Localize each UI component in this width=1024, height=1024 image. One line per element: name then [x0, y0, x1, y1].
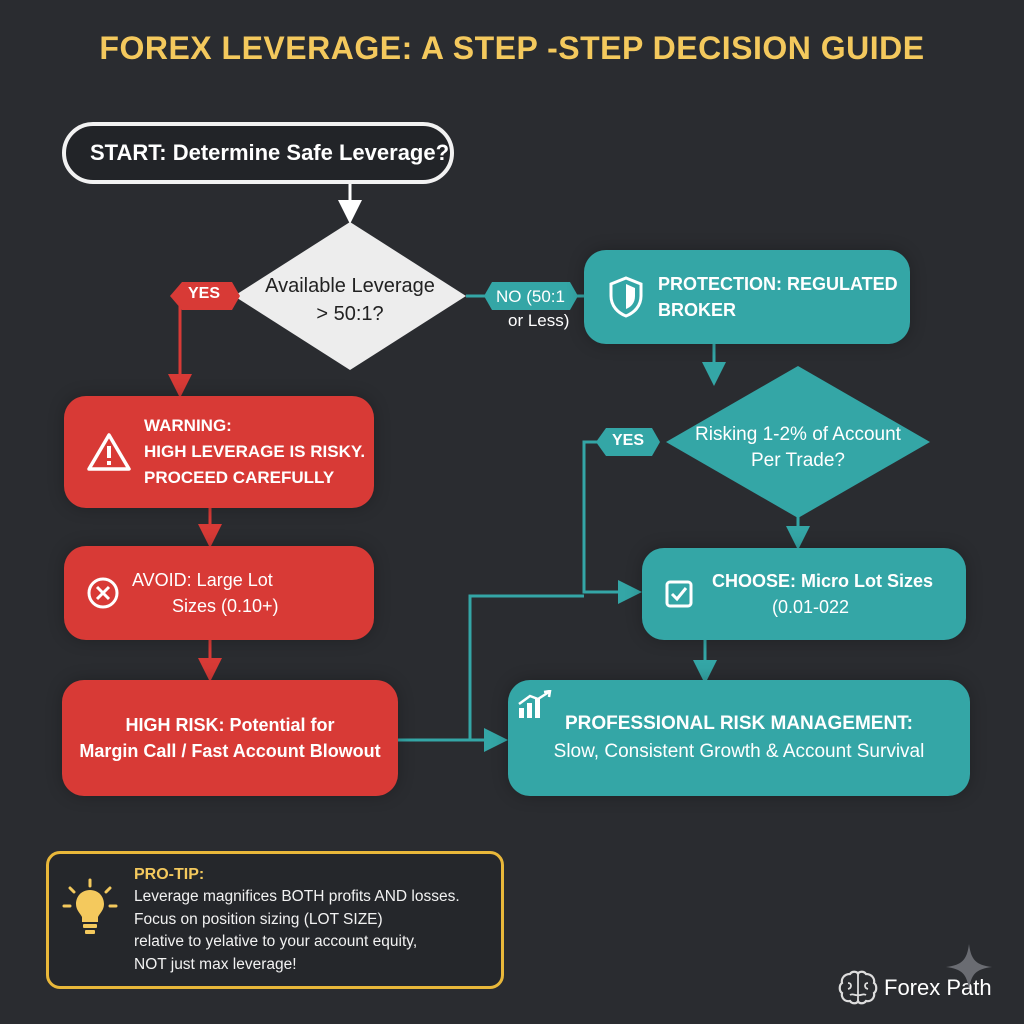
checkbox-icon — [665, 580, 693, 608]
yes-label-2: YES — [611, 432, 644, 449]
choose-box: CHOOSE: Micro Lot Sizes (0.01-022 — [642, 548, 966, 640]
avoid-box: AVOID: Large Lot Sizes (0.10+) — [64, 546, 374, 640]
high-risk-line2: Margin Call / Fast Account Blowout — [79, 741, 381, 761]
yes-tag2-shape — [596, 428, 660, 456]
decision-2-line2: Per Trade? — [751, 450, 845, 471]
decision-diamond-2 — [666, 366, 930, 518]
decision-diamond-1 — [234, 222, 466, 370]
warning-line2: HIGH LEVERAGE IS RISKY. — [144, 442, 366, 461]
logo-text: Forex Path — [884, 975, 992, 1000]
arrow-yes2-choose — [582, 440, 642, 604]
no-label-line1: NO (50:1 — [496, 287, 565, 306]
no-label: NO (50:1 or Less) — [488, 285, 588, 333]
yes-label: YES — [187, 285, 220, 302]
chart-icon — [518, 690, 552, 718]
warning-text: WARNING: HIGH LEVERAGE IS RISKY. PROCEED… — [144, 413, 365, 491]
sparkle-icon — [946, 944, 992, 990]
pro-tip-line1: Leverage magnifices BOTH profits AND los… — [134, 888, 460, 905]
choose-text: CHOOSE: Micro Lot Sizes (0.01-022 — [712, 568, 933, 620]
no-label-line2: or Less) — [508, 311, 570, 330]
high-risk-line1: HIGH RISK: Potential for — [125, 715, 335, 735]
decision-1-text: Available Leverage > 50:1? — [254, 272, 446, 328]
avoid-line1: AVOID: Large Lot — [132, 570, 273, 590]
pro-text: PROFESSIONAL RISK MANAGEMENT: Slow, Cons… — [554, 710, 925, 766]
high-risk-box: HIGH RISK: Potential for Margin Call / F… — [62, 680, 398, 796]
brain-icon — [838, 970, 878, 1005]
pro-tip-heading: PRO-TIP: — [134, 866, 205, 883]
page-title: FOREX LEVERAGE: A STEP -STEP DECISION GU… — [99, 30, 925, 66]
warning-line3: PROCEED CAREFULLY — [144, 468, 335, 487]
decision-2-text: Risking 1-2% of Account Per Trade? — [680, 422, 916, 474]
pro-tip-body: Leverage magnifices BOTH profits AND los… — [134, 886, 460, 976]
warning-box: WARNING: HIGH LEVERAGE IS RISKY. PROCEED… — [64, 396, 374, 508]
pro-tip-line3: relative to yelative to your account equ… — [134, 933, 418, 950]
choose-line2: (0.01-022 — [772, 597, 850, 617]
protection-line2: BROKER — [658, 300, 737, 320]
warning-line1: WARNING: — [144, 416, 232, 435]
pro-tip-line4: NOT just max leverage! — [134, 955, 297, 973]
protection-line1: PROTECTION: REGULATED — [658, 274, 898, 294]
decision-2-line1: Risking 1-2% of Account — [695, 424, 901, 445]
decision-1-line2: > 50:1? — [316, 303, 384, 325]
start-node: START: Determine Safe Leverage? — [62, 122, 454, 184]
pro-tip-line2: Focus on position sizing (LOT SIZE) — [134, 910, 383, 928]
high-risk-text: HIGH RISK: Potential for Margin Call / F… — [79, 712, 380, 764]
shield-icon — [609, 276, 643, 318]
protection-box: PROTECTION: REGULATED BROKER — [584, 250, 910, 344]
protection-text: PROTECTION: REGULATED BROKER — [658, 271, 898, 323]
warning-icon — [87, 433, 131, 471]
pro-tip-box — [46, 851, 504, 989]
no-tag-shape — [484, 282, 578, 310]
x-circle-icon — [87, 577, 119, 609]
pro-line1: PROFESSIONAL RISK MANAGEMENT: — [564, 713, 913, 734]
decision-1-line1: Available Leverage — [265, 275, 435, 297]
pro-line2: Slow, Consistent Growth & Account Surviv… — [553, 741, 925, 762]
pro-risk-box: PROFESSIONAL RISK MANAGEMENT: Slow, Cons… — [508, 680, 970, 796]
choose-line1: CHOOSE: Micro Lot Sizes — [712, 571, 934, 591]
yes-tag-shape — [170, 282, 240, 310]
avoid-text: AVOID: Large Lot Sizes (0.10+) — [132, 567, 279, 619]
lightbulb-icon — [62, 878, 118, 934]
avoid-line2: Sizes (0.10+) — [172, 596, 279, 616]
arrow-highrisk-pro — [398, 594, 584, 742]
